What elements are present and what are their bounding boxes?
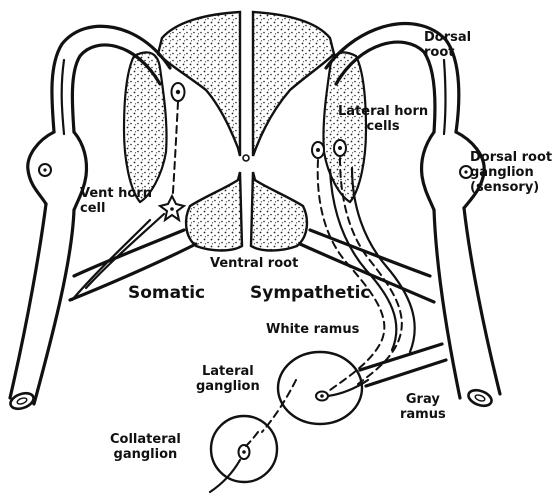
gray-matter-left-horn (124, 52, 167, 202)
right-nerve-end (466, 387, 493, 408)
sympathetic-pathway (210, 140, 446, 492)
label-gray-ramus: Gray ramus (400, 392, 446, 422)
label-somatic: Somatic (128, 286, 205, 301)
label-vent-horn-cell: Vent horn cell (80, 186, 152, 216)
lateral-ganglion (278, 352, 362, 424)
gray-matter-upper-left (158, 12, 240, 156)
gray-matter-upper-right (253, 12, 334, 156)
gray-matter-lower-right (251, 172, 307, 251)
label-sympathetic: Sympathetic (250, 286, 370, 301)
spinal-cord (124, 12, 366, 251)
label-lateral-horn-cells: Lateral horn cells (338, 104, 428, 134)
label-dorsal-root-ganglion: Dorsal root ganglion (sensory) (470, 150, 552, 195)
gray-matter-lower-left (186, 172, 242, 251)
label-dorsal-root: Dorsal root (424, 30, 471, 60)
central-canal (243, 155, 249, 161)
label-lateral-ganglion: Lateral ganglion (196, 364, 260, 394)
label-ventral-root: Ventral root (210, 256, 298, 271)
label-white-ramus: White ramus (266, 322, 359, 337)
label-collateral-ganglion: Collateral ganglion (110, 432, 181, 462)
